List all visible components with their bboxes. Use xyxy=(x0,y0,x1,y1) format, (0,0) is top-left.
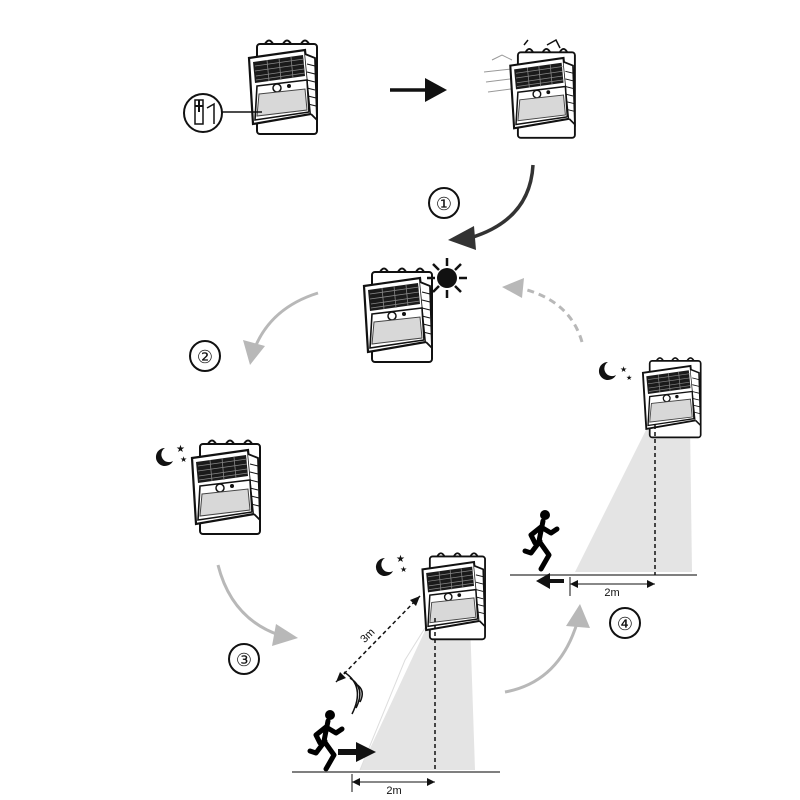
lamp-lit-unit xyxy=(641,356,702,439)
step-2-label: ② xyxy=(189,340,221,372)
arrow-step-1 xyxy=(448,164,535,250)
sun-icon xyxy=(427,258,467,298)
walk-direction-arrow xyxy=(338,742,376,762)
svg-text:★: ★ xyxy=(620,365,627,374)
svg-text:①: ① xyxy=(436,194,452,214)
svg-text:2m: 2m xyxy=(386,785,401,797)
svg-text:★: ★ xyxy=(396,554,405,565)
right-arrow-icon xyxy=(390,78,447,102)
svg-text:★: ★ xyxy=(180,455,187,464)
moon-stars-icon: ★ ★ xyxy=(155,444,187,466)
light-beam-step-4 xyxy=(575,422,692,572)
lamp-mounted-unit xyxy=(483,38,576,139)
moon-stars-icon: ★ ★ xyxy=(598,361,632,382)
lamp-motion-unit xyxy=(421,552,487,641)
svg-text:②: ② xyxy=(197,347,213,367)
svg-text:★: ★ xyxy=(626,374,632,382)
arrow-step-4 xyxy=(504,604,590,694)
moon-stars-icon: ★ ★ xyxy=(375,554,407,576)
step-1-label: ① xyxy=(428,187,460,219)
ground-line-step-3: 2m xyxy=(292,618,500,797)
step-4-label: ④ xyxy=(609,607,641,639)
running-person-icon xyxy=(525,510,557,569)
svg-text:★: ★ xyxy=(400,565,407,574)
switch-icon xyxy=(183,93,262,133)
lamp-charging-unit xyxy=(362,267,434,364)
ground-line-step-4: 2m xyxy=(510,425,697,599)
running-person-icon xyxy=(310,710,342,769)
arrow-step-3 xyxy=(216,564,298,646)
svg-text:★: ★ xyxy=(176,444,185,455)
arrow-step-2 xyxy=(243,291,319,365)
step-3-label: ③ xyxy=(228,643,260,675)
light-beam-step-3 xyxy=(359,619,475,771)
return-arrow xyxy=(502,278,584,343)
lamp-install-unit xyxy=(247,39,319,136)
svg-text:④: ④ xyxy=(617,614,633,634)
motion-wave-icon xyxy=(343,671,363,715)
svg-text:2m: 2m xyxy=(604,587,619,599)
lamp-night-unit xyxy=(190,439,262,536)
svg-text:③: ③ xyxy=(236,650,252,670)
